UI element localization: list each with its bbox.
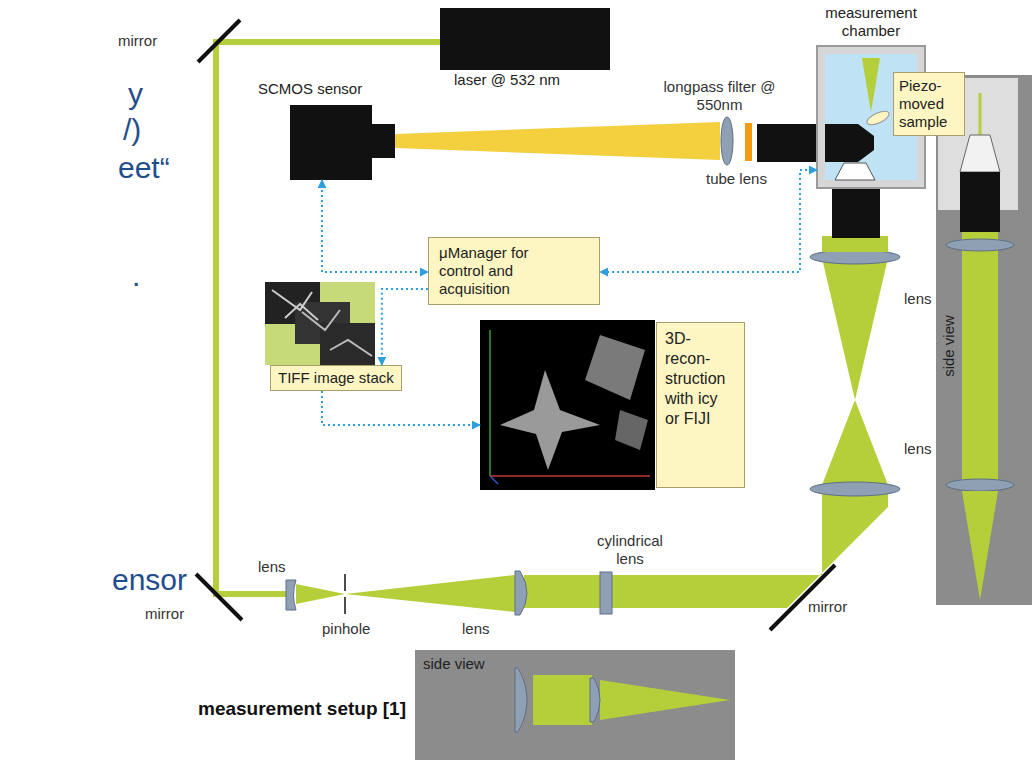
part-label: longpass filter @ 550nm xyxy=(662,78,777,114)
node-label: 3D- recon- struction with icy or FIJI xyxy=(656,322,745,488)
side-view-panel: side view xyxy=(415,650,735,760)
lens-symbol xyxy=(810,250,900,264)
part-label: tube lens xyxy=(706,170,767,188)
slide-text-fragment: /) xyxy=(123,112,141,148)
sample-label: Piezo- moved sample xyxy=(893,72,965,136)
crystal-shape xyxy=(500,370,600,470)
laser-beam xyxy=(962,232,998,483)
laser-beam xyxy=(822,400,888,485)
node-label: μManager for control and acquisition xyxy=(439,244,564,298)
objective-tip xyxy=(825,124,874,162)
crystal-shape xyxy=(302,310,372,356)
camera-lens xyxy=(372,124,395,158)
data-flow-arrow xyxy=(600,170,817,272)
image-stack-box: TIFF image stack xyxy=(270,365,402,391)
lens-symbol xyxy=(946,239,1014,251)
lens-symbol xyxy=(810,482,900,496)
tube-lens-symbol xyxy=(721,117,733,165)
lens-symbol xyxy=(515,668,527,732)
node-label: TIFF image stack xyxy=(278,369,394,387)
laser-beam xyxy=(600,680,730,720)
part-label: lens xyxy=(258,558,286,576)
objective-body xyxy=(757,124,817,162)
laser-body xyxy=(440,8,610,70)
node-label: measurement chamber xyxy=(817,4,925,40)
pinhole-symbol xyxy=(344,574,346,591)
data-flow-arrow xyxy=(382,289,428,365)
camera-body xyxy=(290,105,372,180)
part-label: pinhole xyxy=(322,620,370,638)
mirror-symbol xyxy=(770,565,835,630)
laser-source: laser @ 532 nm xyxy=(440,8,610,92)
axis-line xyxy=(490,475,650,477)
lens-symbol xyxy=(286,580,296,610)
laser-beam xyxy=(345,575,515,612)
figure-caption: measurement setup [1] xyxy=(198,698,406,721)
laser-beam xyxy=(296,584,345,604)
axis-line xyxy=(489,330,491,476)
side-view-ground xyxy=(936,75,1032,605)
slide-text-fragment: ensor xyxy=(112,562,187,598)
crystal-shape xyxy=(585,335,645,400)
control-software-box: μManager for control and acquisition xyxy=(428,237,600,305)
beam-line xyxy=(979,93,982,135)
image-tile xyxy=(320,323,375,365)
sample-symbol xyxy=(865,108,891,127)
camera-sensor: SCMOS sensor xyxy=(256,80,376,180)
objective-body xyxy=(960,172,1000,232)
part-label: lens xyxy=(462,620,490,638)
lens-symbol xyxy=(515,571,527,615)
part-label: mirror xyxy=(808,598,847,616)
cylindrical-lens-symbol xyxy=(600,572,612,614)
laser-beam xyxy=(533,675,592,725)
slide-text-fragment: . xyxy=(132,258,140,294)
mirror-symbol xyxy=(198,20,240,62)
data-flow-arrow xyxy=(322,391,480,425)
light-sheet xyxy=(862,58,880,112)
slide-text-fragment: eet“ xyxy=(118,150,170,186)
objective-body xyxy=(832,188,880,238)
node-label: side view xyxy=(415,650,735,678)
part-label: lens xyxy=(904,290,932,308)
node-label: laser @ 532 nm xyxy=(440,71,610,89)
laser-beam xyxy=(524,492,888,608)
part-label: cylindrical lens xyxy=(590,532,670,568)
objective-symbol xyxy=(960,135,1000,172)
reconstruction-box: 3D- recon- struction with icy or FIJI xyxy=(480,320,745,490)
reconstruction-image xyxy=(480,320,655,490)
node-label: Piezo- moved sample xyxy=(899,77,959,131)
crystal-shape xyxy=(615,410,648,450)
crystal-shape xyxy=(272,290,318,320)
node-label: side view xyxy=(940,306,958,386)
axis-line xyxy=(490,476,498,484)
part-label: lens xyxy=(904,440,932,458)
part-label: mirror xyxy=(118,32,157,50)
fluorescence-beam xyxy=(395,122,720,160)
filter-symbol xyxy=(745,123,752,161)
node-label: SCMOS sensor xyxy=(256,80,376,98)
objective-tip xyxy=(835,163,875,180)
laser-beam xyxy=(962,491,998,600)
side-view-ground xyxy=(415,650,735,760)
lens-symbol xyxy=(590,678,600,722)
laser-beam xyxy=(216,42,440,594)
part-label: mirror xyxy=(145,605,184,623)
slide-text-fragment: y xyxy=(128,76,143,112)
laser-beam xyxy=(822,236,888,252)
mirror-symbol xyxy=(196,574,242,620)
data-flow-arrow xyxy=(322,180,428,272)
image-tiles xyxy=(265,282,375,365)
measurement-chamber: measurement chamberPiezo- moved sample xyxy=(817,4,925,188)
laser-beam xyxy=(822,258,888,400)
side-view-panel: side view xyxy=(936,75,1032,605)
pinhole-symbol xyxy=(344,597,346,614)
lens-symbol xyxy=(946,479,1014,491)
